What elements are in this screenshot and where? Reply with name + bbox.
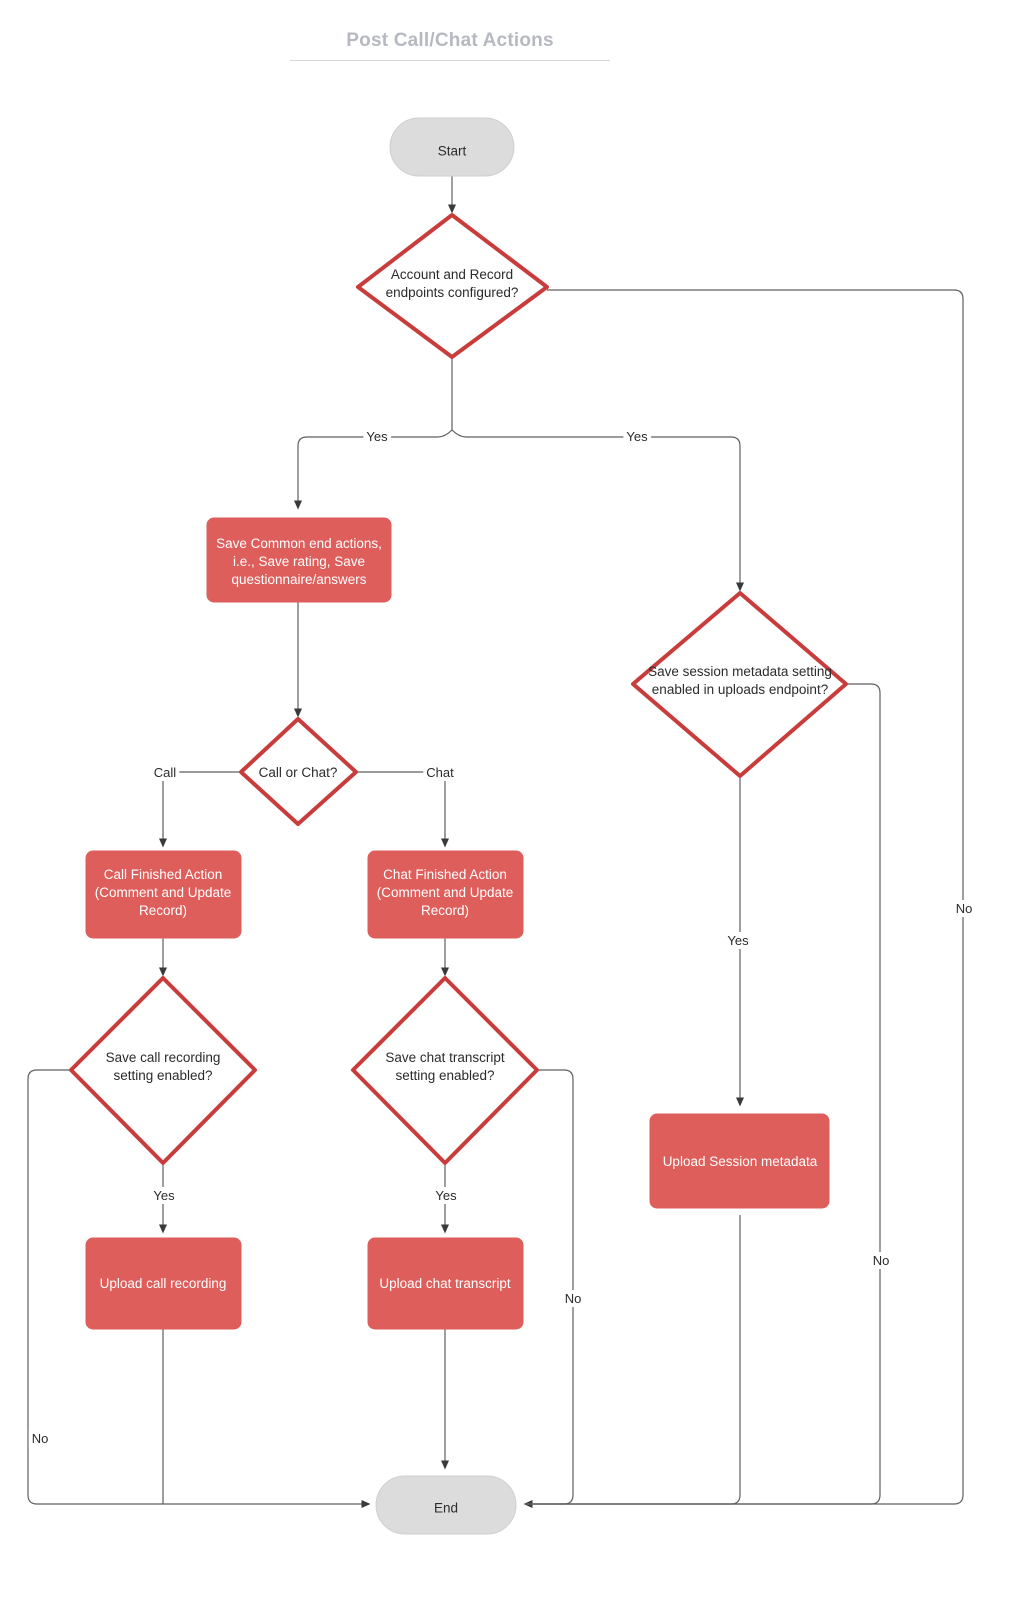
label-mask	[724, 932, 753, 949]
label-mask	[623, 428, 652, 445]
edge-callchat-call	[159, 771, 241, 848]
edge-endpoints-no	[523, 289, 964, 1508]
upload-call-recording-label: Upload call recording	[100, 1276, 227, 1291]
node-decision-endpoints[interactable]: Account and Record endpoints configured?	[356, 213, 549, 359]
edge-label-yes-call-recording: Yes	[153, 1188, 175, 1203]
title-container: Post Call/Chat Actions	[290, 30, 610, 61]
edge-label-no-endpoints: No	[956, 901, 973, 916]
node-upload-session-metadata[interactable]: Upload Session metadata	[649, 1113, 830, 1209]
save-session-metadata-label-line1: Save session metadata setting	[648, 664, 832, 679]
save-chat-transcript-label-line2: setting enabled?	[395, 1068, 494, 1083]
edge-endpoints-yes-left	[294, 429, 453, 510]
call-finished-label-line2: (Comment and Update	[95, 885, 232, 900]
node-decision-save-chat-transcript[interactable]: Save chat transcript setting enabled?	[351, 976, 539, 1165]
end-label: End	[434, 1501, 458, 1516]
start-shape	[389, 117, 515, 177]
edge-label-yes-left: Yes	[366, 429, 388, 444]
edge-upsess-to-end	[525, 1215, 741, 1505]
chat-finished-label-line1: Chat Finished Action	[383, 867, 507, 882]
page-title: Post Call/Chat Actions	[290, 30, 610, 61]
upload-call-recording-shape	[85, 1237, 242, 1330]
save-session-metadata-label-line2: enabled in uploads endpoint?	[652, 682, 828, 697]
label-masks	[28, 428, 976, 1447]
edge-label-no-chat-transcript: No	[565, 1291, 582, 1306]
save-chat-transcript-label-line1: Save chat transcript	[385, 1050, 505, 1065]
label-mask	[432, 1187, 461, 1204]
edge-callrec-no	[27, 1069, 371, 1508]
node-decision-call-or-chat[interactable]: Call or Chat?	[239, 717, 358, 826]
node-end[interactable]: End	[375, 1475, 517, 1535]
chat-finished-label-line3: Record)	[421, 903, 469, 918]
label-mask	[150, 1187, 179, 1204]
call-finished-label-line1: Call Finished Action	[104, 867, 223, 882]
label-mask	[952, 900, 976, 917]
save-common-label-line1: Save Common end actions,	[216, 536, 382, 551]
node-decision-save-session-metadata[interactable]: Save session metadata setting enabled in…	[631, 591, 848, 778]
edge-chattrans-no	[525, 1069, 574, 1505]
save-common-shape	[206, 517, 392, 603]
upload-chat-transcript-shape	[367, 1237, 524, 1330]
edge-label-yes-chat-transcript: Yes	[435, 1188, 457, 1203]
edge-endpoints-yes-right	[451, 429, 744, 592]
edge-labels-layer: Yes Yes Call Chat Yes Yes Yes No No No N…	[32, 429, 973, 1446]
label-mask	[561, 1290, 585, 1307]
edge-label-yes-session-metadata: Yes	[727, 933, 749, 948]
save-call-recording-label-line2: setting enabled?	[113, 1068, 212, 1083]
edge-label-no-call-recording: No	[32, 1431, 49, 1446]
endpoints-decision-label-line2: endpoints configured?	[386, 285, 519, 300]
endpoints-decision-label-line1: Account and Record	[391, 267, 513, 282]
label-mask	[363, 428, 392, 445]
upload-session-metadata-label: Upload Session metadata	[663, 1154, 818, 1169]
upload-chat-transcript-label: Upload chat transcript	[379, 1276, 511, 1291]
edge-label-chat: Chat	[426, 765, 454, 780]
call-finished-label-line3: Record)	[139, 903, 187, 918]
label-mask	[28, 1430, 52, 1447]
label-mask	[423, 764, 458, 781]
upload-session-metadata-shape	[649, 1113, 830, 1209]
edge-callchat-chat	[356, 771, 449, 848]
chat-finished-shape	[367, 850, 524, 939]
chat-finished-label-line2: (Comment and Update	[377, 885, 514, 900]
node-start[interactable]: Start	[389, 117, 515, 177]
start-label: Start	[438, 144, 467, 159]
call-finished-shape	[85, 850, 242, 939]
save-call-recording-label-line1: Save call recording	[106, 1050, 221, 1065]
end-shape	[375, 1475, 517, 1535]
node-chat-finished-action[interactable]: Chat Finished Action (Comment and Update…	[367, 850, 524, 939]
node-upload-chat-transcript[interactable]: Upload chat transcript	[367, 1237, 524, 1330]
endpoints-decision-shape	[356, 213, 549, 359]
node-save-common-actions[interactable]: Save Common end actions, i.e., Save rati…	[206, 517, 392, 603]
save-call-recording-shape	[69, 976, 257, 1165]
label-mask	[869, 1252, 893, 1269]
node-call-finished-action[interactable]: Call Finished Action (Comment and Update…	[85, 850, 242, 939]
edge-label-call: Call	[154, 765, 177, 780]
node-upload-call-recording[interactable]: Upload call recording	[85, 1237, 242, 1330]
label-mask	[150, 764, 180, 781]
edge-label-no-session-metadata: No	[873, 1253, 890, 1268]
edge-sessmeta-no	[525, 683, 881, 1505]
call-or-chat-label: Call or Chat?	[259, 765, 338, 780]
call-or-chat-shape	[239, 717, 358, 826]
save-common-label-line2: i.e., Save rating, Save	[233, 554, 365, 569]
save-chat-transcript-shape	[351, 976, 539, 1165]
save-common-label-line3: questionnaire/answers	[231, 572, 366, 587]
edge-label-yes-right: Yes	[626, 429, 648, 444]
node-decision-save-call-recording[interactable]: Save call recording setting enabled?	[69, 976, 257, 1165]
save-session-metadata-shape	[631, 591, 848, 778]
